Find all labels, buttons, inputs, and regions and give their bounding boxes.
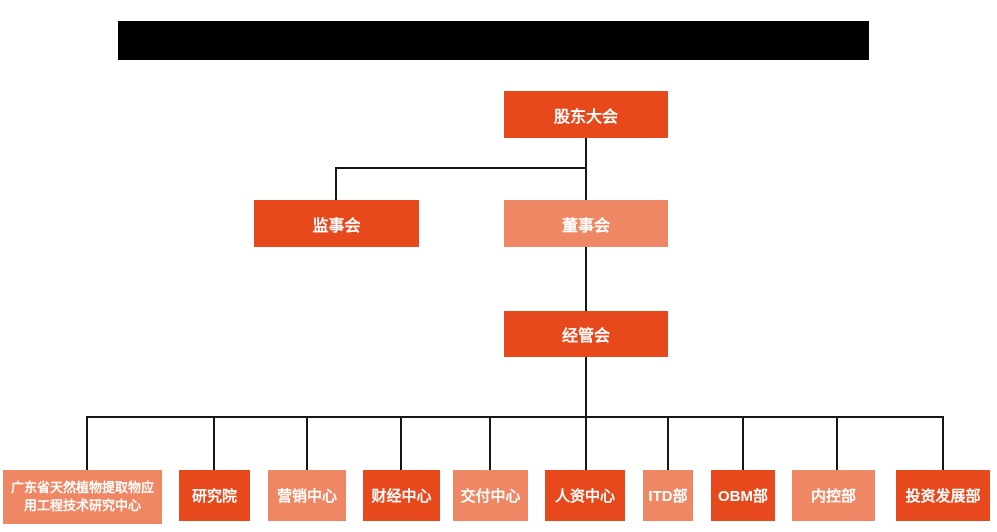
node-board-of-directors[interactable]: 董事会 xyxy=(504,200,668,247)
connector-to-board xyxy=(585,167,587,200)
connector-root-down xyxy=(585,138,587,169)
connector-departments-horizontal xyxy=(86,416,944,418)
node-department-delivery-center[interactable]: 交付中心 xyxy=(453,470,528,521)
connector-to-supervisory xyxy=(335,167,337,200)
node-department-marketing-center[interactable]: 营销中心 xyxy=(268,470,346,521)
connector-level2-horizontal xyxy=(335,167,587,169)
connector-drop xyxy=(306,417,308,470)
connector-mgmt-down xyxy=(585,357,587,417)
node-supervisory-board[interactable]: 监事会 xyxy=(254,200,419,247)
node-department-itd[interactable]: ITD部 xyxy=(643,470,693,521)
connector-board-to-mgmt xyxy=(585,247,587,311)
connector-drop xyxy=(86,417,88,470)
connector-drop xyxy=(667,417,669,470)
redacted-title-bar xyxy=(118,21,869,60)
node-department-obm[interactable]: OBM部 xyxy=(711,470,775,521)
connector-drop xyxy=(742,417,744,470)
node-management-committee[interactable]: 经管会 xyxy=(504,311,668,357)
node-department-internal-control[interactable]: 内控部 xyxy=(792,470,875,521)
connector-drop xyxy=(400,417,402,470)
connector-drop xyxy=(585,417,587,470)
node-department-hr-center[interactable]: 人资中心 xyxy=(545,470,625,521)
node-shareholders-meeting[interactable]: 股东大会 xyxy=(504,91,668,138)
connector-drop xyxy=(836,417,838,470)
node-department-investment-development[interactable]: 投资发展部 xyxy=(896,470,990,521)
connector-drop xyxy=(942,417,944,470)
node-department-research-center[interactable]: 广东省天然植物提取物应用工程技术研究中心 xyxy=(3,470,162,524)
node-department-finance-center[interactable]: 财经中心 xyxy=(363,470,440,521)
connector-drop xyxy=(213,417,215,470)
node-department-research-institute[interactable]: 研究院 xyxy=(179,470,250,521)
connector-drop xyxy=(489,417,491,470)
